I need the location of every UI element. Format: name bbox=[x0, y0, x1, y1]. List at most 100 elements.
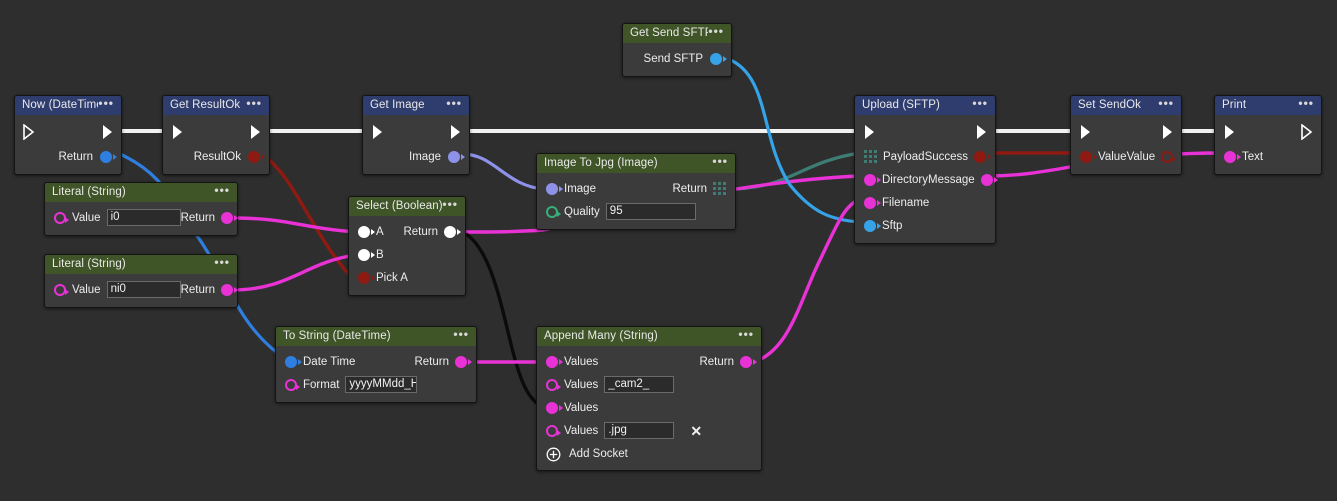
port-return-out[interactable] bbox=[221, 283, 239, 296]
exec-in-icon[interactable] bbox=[170, 124, 184, 140]
port-value-in[interactable] bbox=[54, 283, 69, 296]
values-input-4[interactable]: .jpg bbox=[604, 422, 675, 439]
node-menu-icon[interactable]: ••• bbox=[1158, 95, 1174, 110]
node-menu-icon[interactable]: ••• bbox=[1298, 95, 1314, 110]
node-to-string-datetime[interactable]: To String (DateTime) ••• Date Time Retur… bbox=[275, 326, 477, 403]
node-menu-icon[interactable]: ••• bbox=[98, 95, 114, 110]
exec-out-icon[interactable] bbox=[1300, 124, 1314, 140]
port-message-out[interactable] bbox=[980, 173, 998, 186]
node-print[interactable]: Print ••• Text bbox=[1214, 95, 1322, 175]
node-header[interactable]: Image To Jpg (Image) ••• bbox=[537, 154, 735, 173]
port-success-out[interactable] bbox=[974, 150, 992, 163]
node-header[interactable]: Get Send SFTP ••• bbox=[623, 24, 731, 43]
node-append-many-string[interactable]: Append Many (String) ••• Values Return V… bbox=[536, 326, 762, 471]
node-menu-icon[interactable]: ••• bbox=[446, 95, 462, 110]
node-set-sendok[interactable]: Set SendOk ••• Value Value bbox=[1070, 95, 1182, 175]
node-menu-icon[interactable]: ••• bbox=[246, 95, 262, 110]
port-image-in[interactable] bbox=[546, 182, 563, 195]
port-return-out[interactable] bbox=[100, 150, 117, 163]
port-row-resultok: ResultOk bbox=[163, 145, 269, 168]
values-input-2[interactable]: _cam2_ bbox=[604, 376, 675, 393]
port-sftp-in[interactable] bbox=[864, 219, 881, 232]
exec-in-icon[interactable] bbox=[1222, 124, 1236, 140]
port-b-in[interactable] bbox=[358, 248, 375, 261]
remove-socket-button[interactable]: ✕ bbox=[690, 422, 703, 439]
exec-in-icon[interactable] bbox=[1078, 124, 1092, 140]
port-values-in-1[interactable] bbox=[546, 355, 563, 368]
node-menu-icon[interactable]: ••• bbox=[972, 95, 988, 110]
node-header[interactable]: Upload (SFTP) ••• bbox=[855, 96, 995, 115]
port-a-in[interactable] bbox=[358, 225, 375, 238]
port-return-out[interactable] bbox=[221, 211, 239, 224]
node-header[interactable]: Get ResultOk ••• bbox=[163, 96, 269, 115]
format-input[interactable]: yyyyMMdd_HH bbox=[345, 376, 418, 393]
port-values-in-4[interactable] bbox=[546, 424, 561, 437]
node-menu-icon[interactable]: ••• bbox=[712, 153, 728, 168]
port-value-in[interactable] bbox=[1080, 150, 1097, 163]
port-payload-array-in[interactable] bbox=[864, 150, 877, 163]
node-image-to-jpg[interactable]: Image To Jpg (Image) ••• Image Return bbox=[536, 153, 736, 230]
exec-in-icon[interactable] bbox=[22, 124, 36, 140]
exec-out-icon[interactable] bbox=[448, 124, 462, 140]
node-header[interactable]: Now (DateTime) ••• bbox=[15, 96, 121, 115]
port-label-value-in: Value bbox=[1098, 150, 1127, 163]
node-now-datetime[interactable]: Now (DateTime) ••• Return bbox=[14, 95, 122, 175]
node-get-image[interactable]: Get Image ••• Image bbox=[362, 95, 470, 175]
port-resultok-out[interactable] bbox=[248, 150, 265, 163]
port-return-out[interactable] bbox=[740, 355, 757, 368]
exec-out-icon[interactable] bbox=[248, 124, 262, 140]
port-row-format: Format yyyyMMdd_HH bbox=[276, 373, 476, 396]
port-picka-in[interactable] bbox=[358, 271, 375, 284]
port-values-in-3[interactable] bbox=[546, 401, 563, 414]
port-text-in[interactable] bbox=[1224, 150, 1241, 163]
port-value-out[interactable] bbox=[1161, 150, 1177, 163]
port-send-sftp-out[interactable] bbox=[710, 52, 727, 65]
node-menu-icon[interactable]: ••• bbox=[442, 196, 458, 211]
port-value-in[interactable] bbox=[54, 211, 69, 224]
exec-out-icon[interactable] bbox=[100, 124, 114, 140]
node-menu-icon[interactable]: ••• bbox=[214, 254, 230, 269]
node-body: Values Return Values _cam2_ Values bbox=[537, 346, 761, 470]
node-title: Get Send SFTP bbox=[630, 27, 709, 39]
node-get-send-sftp[interactable]: Get Send SFTP ••• Send SFTP bbox=[622, 23, 732, 77]
exec-in-icon[interactable] bbox=[370, 124, 384, 140]
exec-out-icon[interactable] bbox=[974, 124, 988, 140]
node-get-resultok[interactable]: Get ResultOk ••• ResultOk bbox=[162, 95, 270, 175]
node-literal-string-2[interactable]: Literal (String) ••• Value ni0 Return bbox=[44, 254, 239, 308]
node-menu-icon[interactable]: ••• bbox=[453, 326, 469, 341]
port-image-out[interactable] bbox=[448, 150, 465, 163]
node-header[interactable]: Literal (String) ••• bbox=[45, 183, 237, 202]
node-header[interactable]: Append Many (String) ••• bbox=[537, 327, 761, 346]
node-select-boolean[interactable]: Select (Boolean) ••• A Return B bbox=[348, 196, 466, 296]
port-return-array-out[interactable] bbox=[713, 182, 726, 195]
node-header[interactable]: To String (DateTime) ••• bbox=[276, 327, 476, 346]
exec-out-icon[interactable] bbox=[1160, 124, 1174, 140]
exec-in-icon[interactable] bbox=[862, 124, 876, 140]
node-header[interactable]: Get Image ••• bbox=[363, 96, 469, 115]
node-body: Return bbox=[15, 115, 121, 174]
port-quality-in[interactable] bbox=[546, 205, 561, 218]
literal-value-input[interactable]: i0 bbox=[106, 209, 181, 226]
node-literal-string-1[interactable]: Literal (String) ••• Value i0 Return bbox=[44, 182, 239, 236]
node-header[interactable]: Print ••• bbox=[1215, 96, 1321, 115]
node-menu-icon[interactable]: ••• bbox=[738, 326, 754, 341]
node-header[interactable]: Select (Boolean) ••• bbox=[349, 197, 465, 216]
port-return-out[interactable] bbox=[444, 225, 461, 238]
port-values-in-2[interactable] bbox=[546, 378, 561, 391]
port-datetime-in[interactable] bbox=[285, 355, 302, 368]
port-directory-in[interactable] bbox=[864, 173, 881, 186]
port-filename-in[interactable] bbox=[864, 196, 881, 209]
quality-input[interactable]: 95 bbox=[605, 203, 696, 220]
port-return-out[interactable] bbox=[455, 355, 472, 368]
plus-circle-icon bbox=[546, 447, 561, 462]
node-header[interactable]: Set SendOk ••• bbox=[1071, 96, 1181, 115]
literal-value-input[interactable]: ni0 bbox=[106, 281, 181, 298]
wire-getimage-to-imagetojpg bbox=[461, 152, 545, 191]
add-socket-button[interactable]: Add Socket bbox=[537, 442, 761, 464]
node-menu-icon[interactable]: ••• bbox=[214, 182, 230, 197]
node-upload-sftp[interactable]: Upload (SFTP) ••• Payload bbox=[854, 95, 998, 244]
node-menu-icon[interactable]: ••• bbox=[708, 23, 724, 38]
port-format-in[interactable] bbox=[285, 378, 300, 391]
node-header[interactable]: Literal (String) ••• bbox=[45, 255, 237, 274]
